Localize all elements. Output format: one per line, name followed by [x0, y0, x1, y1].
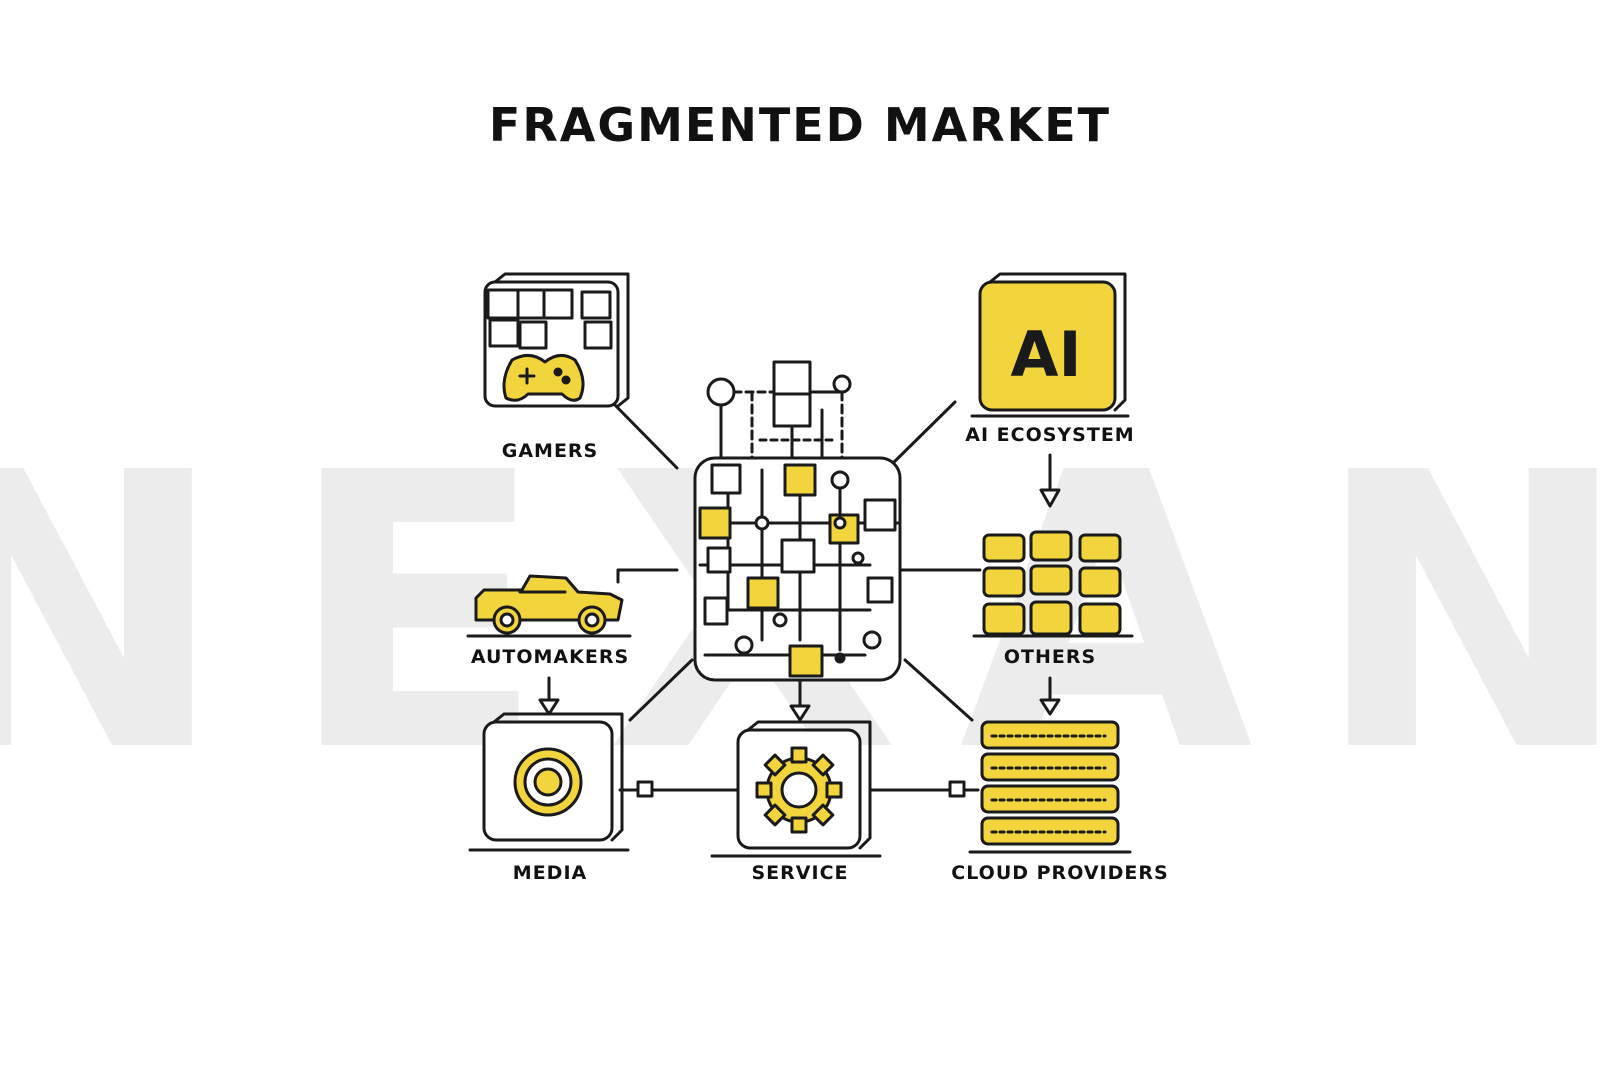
- ai-chip-text: AI: [1010, 318, 1081, 391]
- node-label-ai-ecosystem: AI ECOSYSTEM: [965, 424, 1135, 446]
- node-label-others: OTHERS: [1003, 646, 1097, 668]
- node-label-service: SERVICE: [751, 862, 849, 884]
- target-icon: [468, 712, 630, 852]
- server-rack-icon: [968, 720, 1132, 854]
- gamepad-icon: [483, 272, 630, 408]
- node-label-automakers: AUTOMAKERS: [470, 646, 630, 668]
- gear-icon: [710, 720, 882, 858]
- circuit-hub-icon: [693, 360, 902, 682]
- node-label-cloud-providers: CLOUD PROVIDERS: [951, 862, 1169, 884]
- car-icon: [466, 574, 632, 638]
- node-label-gamers: GAMERS: [501, 440, 599, 462]
- node-label-media: MEDIA: [512, 862, 588, 884]
- connector-lines: [538, 400, 1061, 798]
- ai-chip-icon: AI: [970, 272, 1130, 418]
- stacked-containers-icon: [972, 530, 1134, 638]
- page-title: FRAGMENTED MARKET: [488, 98, 1112, 152]
